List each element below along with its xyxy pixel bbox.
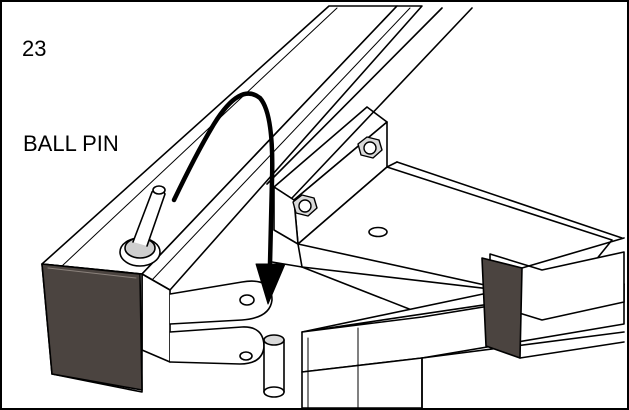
hinge-clevis xyxy=(169,280,273,365)
upright-tube xyxy=(481,237,625,359)
ball-pin-label: BALL PIN xyxy=(23,131,119,156)
step-number: 23 xyxy=(22,36,47,61)
curved-arrow-icon xyxy=(171,91,286,305)
hinge-pin xyxy=(263,334,285,398)
hex-bolt-icon xyxy=(292,136,383,217)
main-tube xyxy=(41,5,423,393)
ball-pin-icon xyxy=(119,185,166,267)
plate-hole xyxy=(368,226,388,238)
end-cap xyxy=(41,263,143,391)
